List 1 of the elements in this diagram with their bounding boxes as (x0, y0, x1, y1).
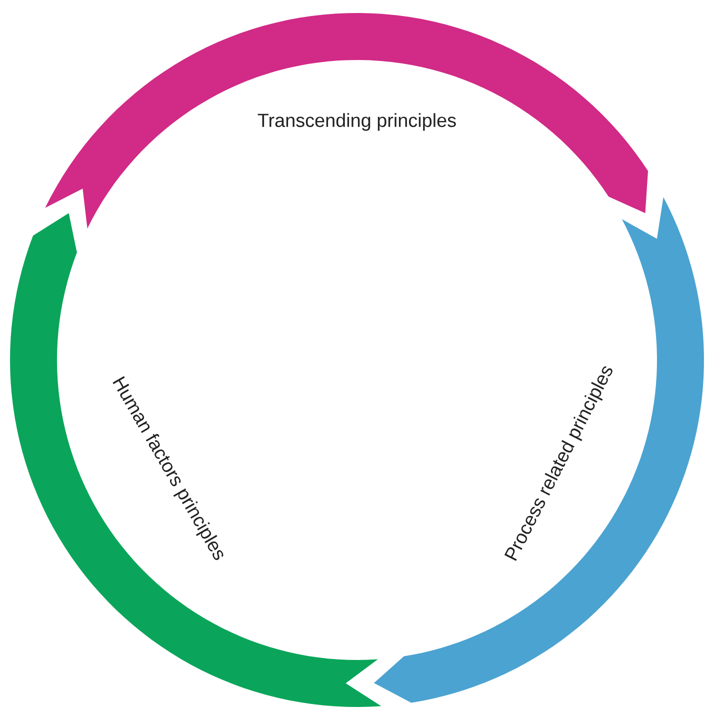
arrow-band: Transcending principles (45, 13, 648, 228)
